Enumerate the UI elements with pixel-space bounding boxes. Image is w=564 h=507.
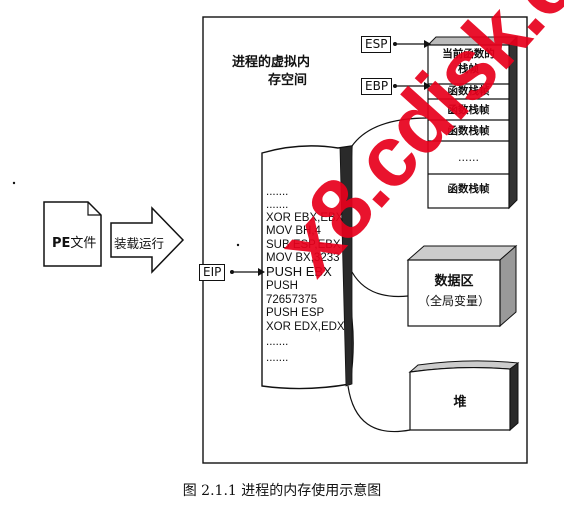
load-run-arrow [110, 206, 185, 274]
code-line: MOV BX,3233 [266, 252, 340, 264]
code-line: ....... [266, 336, 289, 348]
data-area-subtitle: （全局变量） [417, 294, 490, 308]
code-line: 72657375 [266, 294, 318, 306]
pe-file-label: PE文件 [52, 232, 96, 251]
code-line: MOV BH,4 [266, 225, 321, 237]
vas-title-line2: 存空间 [268, 73, 308, 88]
code-line: ....... [266, 186, 289, 198]
code-line: PUSH ESP [266, 307, 325, 319]
pe-file-icon [43, 201, 102, 267]
esp-register: ESP [361, 36, 392, 53]
stack-frame-3: 函数栈帧 [447, 125, 490, 137]
vas-title-line1: 进程的虚拟内 [232, 55, 311, 70]
stack-frame-bottom: 函数栈帧 [447, 183, 490, 195]
code-line: PUSH [266, 280, 298, 292]
virtual-address-space-box [202, 16, 528, 464]
data-area-box [406, 244, 518, 328]
code-line: SUB ESP,EBX [266, 239, 341, 251]
code-line: XOR EBX,EBX [266, 212, 344, 224]
code-line: XOR EDX,EDX [266, 321, 345, 333]
heap-label: 堆 [453, 395, 467, 410]
heap-box [408, 360, 520, 432]
pe-file-label-text: 文件 [70, 236, 97, 251]
stack-frame-1: 函数栈帧 [447, 85, 490, 97]
ebp-register: EBP [361, 78, 393, 95]
figure-caption: 图 2.1.1 进程的内存使用示意图 [182, 483, 382, 499]
code-line: ....... [266, 352, 289, 364]
eip-register: EIP [199, 264, 226, 281]
current-frame-line1: 当前函数的 [442, 48, 495, 60]
stack-frame-2: 函数栈帧 [447, 104, 490, 116]
code-line: ....... [266, 199, 289, 211]
code-line-current: PUSH EBX [266, 264, 332, 279]
current-frame-line2: 栈帧 [458, 63, 479, 75]
data-area-title: 数据区 [434, 274, 474, 289]
load-run-label: 装载运行 [114, 236, 165, 251]
stack-column [426, 35, 519, 210]
stack-ellipsis: …… [458, 152, 479, 164]
pe-file-label-bold: PE [52, 236, 71, 251]
